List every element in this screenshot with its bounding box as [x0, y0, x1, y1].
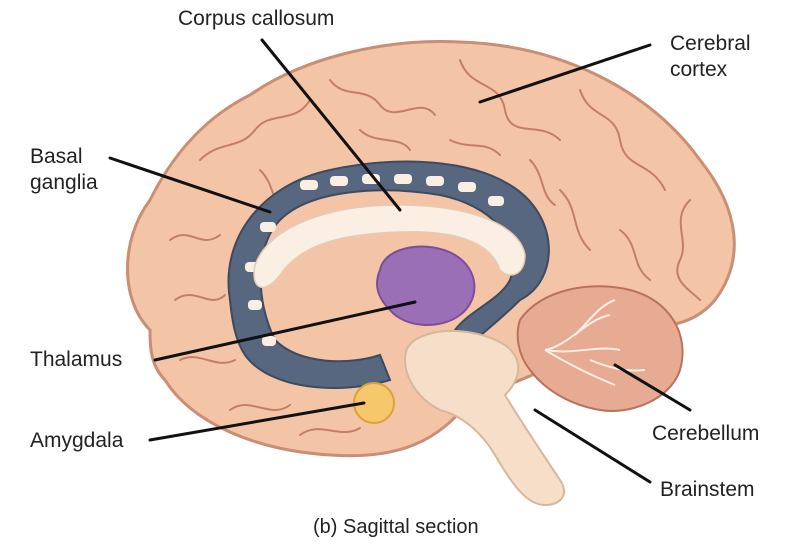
- thalamus: [377, 247, 474, 325]
- label-basal-ganglia-line2: ganglia: [30, 171, 98, 195]
- label-cerebellum: Cerebellum: [652, 422, 759, 446]
- label-cerebral-cortex-line2: cortex: [670, 58, 727, 82]
- label-amygdala: Amygdala: [30, 429, 123, 453]
- label-corpus-callosum: Corpus callosum: [178, 7, 334, 31]
- figure-caption: (b) Sagittal section: [313, 516, 479, 539]
- label-basal-ganglia-line1: Basal: [30, 145, 83, 169]
- label-thalamus: Thalamus: [30, 348, 122, 372]
- label-brainstem: Brainstem: [660, 478, 755, 502]
- label-cerebral-cortex-line1: Cerebral: [670, 32, 751, 56]
